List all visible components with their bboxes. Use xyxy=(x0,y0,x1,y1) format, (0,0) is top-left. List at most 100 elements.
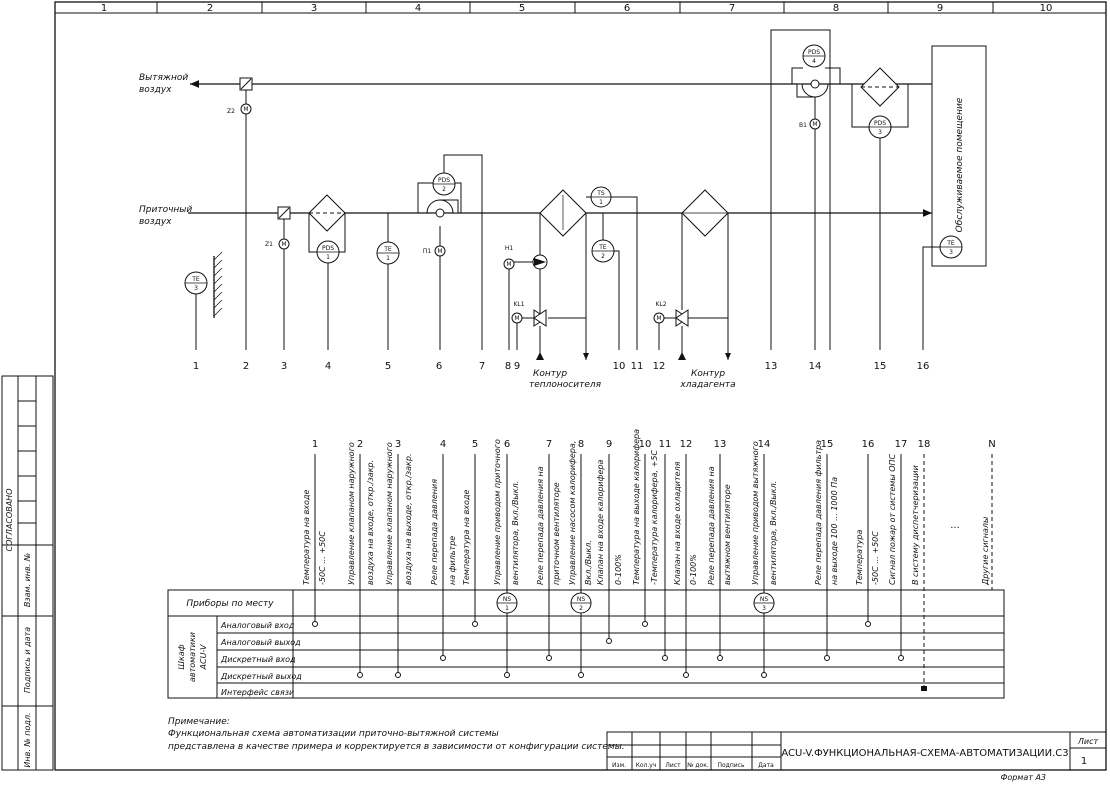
io-table: Приборы по месту Шкаф автоматики ACU-V А… xyxy=(167,589,1005,699)
svg-text:Лист: Лист xyxy=(665,762,681,769)
svg-text:3: 3 xyxy=(949,249,953,256)
supply-label-1: Приточный xyxy=(139,205,192,215)
z1-label: Z1 xyxy=(265,241,273,248)
zone-9: 9 xyxy=(937,3,943,14)
supply-fan-p1: PDS 2 M П1 xyxy=(417,154,483,350)
outdoor-temp-sensor: TE 3 xyxy=(184,251,223,350)
zone-8: 8 xyxy=(833,3,839,14)
svg-text:11: 11 xyxy=(631,361,644,372)
zone-5: 5 xyxy=(519,3,525,14)
svg-text:№ док.: № док. xyxy=(687,762,709,769)
side-label-replace: Взам. инв. № xyxy=(23,553,32,607)
svg-text:1: 1 xyxy=(193,361,199,372)
svg-text:1: 1 xyxy=(326,254,330,261)
svg-text:Вкл./Выкл.: Вкл./Выкл. xyxy=(584,540,593,585)
svg-text:TE: TE xyxy=(191,276,200,283)
svg-text:Кол.уч: Кол.уч xyxy=(636,762,657,769)
title-block: Изм. Кол.уч Лист № док. Подпись Дата ACU… xyxy=(606,731,1107,782)
svg-text:PDS: PDS xyxy=(874,120,886,127)
svg-text:на фильтре: на фильтре xyxy=(448,536,457,585)
svg-text:0-100%: 0-100% xyxy=(614,554,623,585)
svg-text:Другие сигналы: Другие сигналы xyxy=(981,517,990,586)
side-label-agreed: СОГЛАСОВАНО xyxy=(5,489,14,552)
svg-text:Управление клапаном наружного: Управление клапаном наружного xyxy=(385,442,394,585)
zone-2: 2 xyxy=(207,3,213,14)
heat-loop-label-1: Контур xyxy=(533,369,567,379)
svg-text:7: 7 xyxy=(546,439,552,450)
svg-text:12: 12 xyxy=(680,439,693,450)
svg-text:M: M xyxy=(437,248,442,255)
sheet-number: 1 xyxy=(1081,756,1087,767)
svg-text:13: 13 xyxy=(714,439,727,450)
side-label-sign: Подпись и дата xyxy=(23,627,32,693)
supply-filter: PDS 1 xyxy=(308,194,346,350)
svg-text:воздуха на выходе, откр./закр.: воздуха на выходе, откр./закр. xyxy=(404,454,413,586)
svg-text:-50С ... +50С: -50С ... +50С xyxy=(871,531,880,585)
note-title: Примечание: xyxy=(168,717,230,727)
row-analog-out: Аналоговый выход xyxy=(220,638,301,647)
svg-text:15: 15 xyxy=(821,439,834,450)
svg-text:14: 14 xyxy=(809,361,822,372)
svg-text:Температура на входе: Температура на входе xyxy=(462,490,471,585)
svg-text:11: 11 xyxy=(659,439,672,450)
svg-text:Клапан на входе охладителя: Клапан на входе охладителя xyxy=(673,461,682,585)
svg-text:17: 17 xyxy=(895,439,908,450)
signal-columns: 1 2 3 4 5 6 7 8 9 10 11 12 13 14 15 16 1… xyxy=(302,429,996,688)
exhaust-damper-z2: M Z2 xyxy=(227,77,253,350)
svg-text:-Температура калорифера, +5С: -Температура калорифера, +5С xyxy=(650,450,659,585)
side-label-inv: Инв. № подл. xyxy=(23,712,32,767)
svg-text:18: 18 xyxy=(918,439,931,450)
svg-text:2: 2 xyxy=(579,605,583,612)
svg-text:Реле перепада давления: Реле перепада давления xyxy=(430,479,439,585)
signals-ellipsis: ... xyxy=(950,520,960,531)
svg-text:4: 4 xyxy=(440,439,446,450)
exhaust-label-2: воздух xyxy=(139,85,172,95)
zone-10: 10 xyxy=(1040,3,1053,14)
svg-text:3: 3 xyxy=(878,129,882,136)
svg-text:15: 15 xyxy=(874,361,887,372)
kl2-label: KL2 xyxy=(655,301,666,308)
svg-text:8: 8 xyxy=(578,439,584,450)
svg-text:2: 2 xyxy=(601,253,605,260)
note-line-2: представлена в качестве примера и коррек… xyxy=(168,742,625,752)
svg-text:Сигнал пожар от системы ОПС: Сигнал пожар от системы ОПС xyxy=(888,453,897,585)
svg-text:ACU-V: ACU-V xyxy=(199,644,208,670)
svg-text:10: 10 xyxy=(639,439,652,450)
served-room: Обслуживаемое помещение TE 3 xyxy=(922,45,987,350)
note-block: Примечание: Функциональная схема автомат… xyxy=(168,717,625,752)
svg-text:8: 8 xyxy=(505,361,511,372)
svg-text:воздуха на входе, откр./закр.: воздуха на входе, откр./закр. xyxy=(366,460,375,585)
svg-text:Реле перепада давления на: Реле перепада давления на xyxy=(707,466,716,585)
svg-text:7: 7 xyxy=(479,361,485,372)
svg-text:Шкаф: Шкаф xyxy=(177,644,186,669)
svg-text:4: 4 xyxy=(812,58,816,65)
svg-text:M: M xyxy=(812,121,817,128)
te1-supply-sensor: TE 1 xyxy=(376,213,400,350)
svg-text:5: 5 xyxy=(472,439,478,450)
svg-text:9: 9 xyxy=(514,361,520,372)
svg-text:TE: TE xyxy=(383,246,392,253)
svg-text:NS: NS xyxy=(760,596,768,603)
svg-text:M: M xyxy=(514,315,519,322)
svg-text:автоматики: автоматики xyxy=(188,632,197,682)
format-label: Формат А3 xyxy=(1000,773,1046,782)
exhaust-filter: PDS 3 xyxy=(851,67,909,350)
svg-text:M: M xyxy=(281,241,286,248)
zone-1: 1 xyxy=(101,3,107,14)
svg-text:Управление клапаном наружного: Управление клапаном наружного xyxy=(347,442,356,585)
svg-text:1: 1 xyxy=(505,605,509,612)
svg-text:16: 16 xyxy=(862,439,875,450)
svg-text:В систему диспетчеризации: В систему диспетчеризации xyxy=(911,465,920,585)
svg-text:приточном вентиляторе: приточном вентиляторе xyxy=(552,482,561,585)
svg-text:Температура на выходе калорифе: Температура на выходе калорифера xyxy=(632,429,641,585)
svg-text:вентилятора, Вкл./Выкл.: вентилятора, Вкл./Выкл. xyxy=(769,481,778,585)
drawing-title: ACU-V.ФУНКЦИОНАЛЬНАЯ-СХЕМА-АВТОМАТИЗАЦИИ… xyxy=(781,748,1068,759)
svg-text:0-100%: 0-100% xyxy=(689,554,698,585)
svg-text:10: 10 xyxy=(613,361,626,372)
b1-label: В1 xyxy=(799,122,807,129)
svg-text:Клапан на входе калорифера: Клапан на входе калорифера xyxy=(596,460,605,585)
svg-text:3: 3 xyxy=(194,285,198,292)
svg-text:Реле перепада давления на: Реле перепада давления на xyxy=(536,466,545,585)
svg-text:13: 13 xyxy=(765,361,778,372)
